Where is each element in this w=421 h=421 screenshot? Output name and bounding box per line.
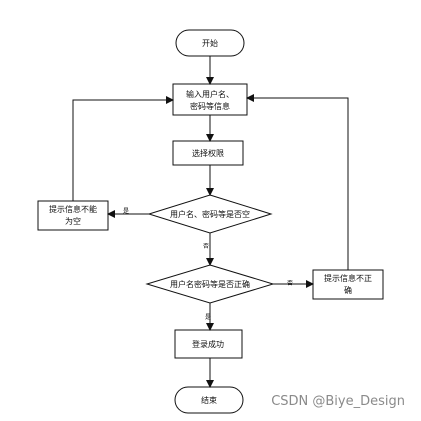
check-empty-label: 用户名、密码等是否空	[170, 209, 250, 219]
edge-label-correct-no: 否	[287, 280, 293, 287]
start-node: 开始	[175, 29, 245, 57]
input-label-line2: 密码等信息	[190, 101, 230, 111]
empty-message-line1: 提示信息不能	[49, 204, 97, 214]
start-label: 开始	[202, 38, 218, 48]
check-correct-decision: 用户名密码等是否正确	[145, 264, 275, 304]
input-label-line1: 输入用户名、	[186, 89, 234, 99]
check-correct-label: 用户名密码等是否正确	[170, 279, 250, 289]
empty-message-line2: 为空	[65, 216, 81, 226]
edge-empty-message-back	[72, 96, 174, 201]
end-label: 结束	[201, 395, 217, 405]
watermark-text: CSDN @Biye_Design	[271, 394, 405, 409]
login-success-node: 登录成功	[174, 329, 243, 359]
edge-label-correct-yes: 是	[205, 314, 211, 321]
select-permission-label: 选择权限	[192, 148, 224, 158]
check-empty-decision: 用户名、密码等是否空	[147, 194, 273, 234]
wrong-message-line2: 确	[344, 285, 352, 295]
wrong-message-line1: 提示信息不正	[324, 273, 372, 283]
input-credentials-node: 输入用户名、 密码等信息	[172, 83, 248, 116]
wrong-message-node: 提示信息不正 确	[312, 269, 384, 300]
select-permission-node: 选择权限	[172, 140, 244, 166]
end-node: 结束	[174, 386, 244, 414]
empty-message-node: 提示信息不能 为空	[37, 200, 109, 231]
edge-label-empty-no: 否	[203, 243, 209, 250]
login-success-label: 登录成功	[192, 339, 224, 349]
edge-label-empty-yes: 是	[123, 208, 129, 215]
edge-wrong-message-back	[246, 94, 349, 270]
